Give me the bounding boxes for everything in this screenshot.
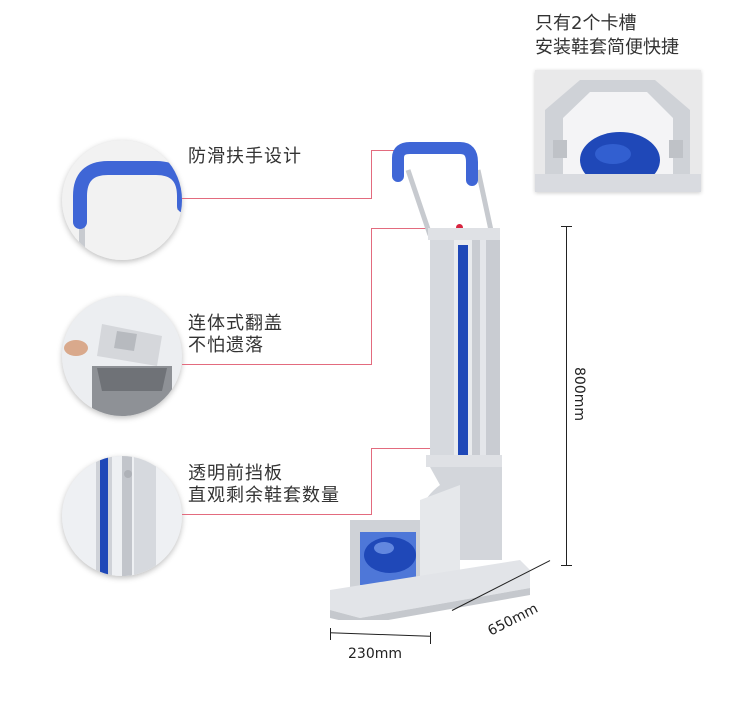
- lid-feature-label: 连体式翻盖 不怕遗落: [188, 313, 283, 357]
- slot-note-line2: 安装鞋套简便快捷: [535, 37, 679, 58]
- handle-callout-vert: [371, 150, 372, 199]
- height-dimension-line: [566, 226, 567, 566]
- lid-callout-vert: [371, 228, 372, 365]
- panel-label-line1: 透明前挡板: [188, 463, 283, 484]
- width-dimension-cap-right: [430, 632, 431, 644]
- height-dimension-label: 800mm: [571, 367, 587, 421]
- width-dimension-label: 230mm: [348, 646, 402, 662]
- handle-feature-label: 防滑扶手设计: [188, 146, 302, 168]
- panel-callout-top: [371, 448, 453, 449]
- lid-callout-line: [182, 364, 372, 365]
- lid-detail-circle: [62, 296, 182, 416]
- slot-note-line1: 只有2个卡槽: [535, 13, 637, 34]
- width-dimension-cap-left: [330, 628, 331, 640]
- lid-callout-top: [371, 228, 459, 229]
- handle-detail-circle: [62, 140, 182, 260]
- handle-callout-top: [371, 150, 401, 151]
- slot-detail-photo: [535, 70, 701, 192]
- handle-callout-line: [182, 198, 372, 199]
- shoe-cover-dispenser-illustration: [330, 142, 530, 620]
- lid-marker-dot: [456, 224, 463, 231]
- height-dimension-cap-bottom: [561, 565, 572, 566]
- slot-note: 只有2个卡槽 安装鞋套简便快捷: [535, 12, 679, 60]
- handle-label-line1: 防滑扶手设计: [188, 146, 302, 167]
- panel-label-line2: 直观剩余鞋套数量: [188, 485, 340, 506]
- lid-label-line1: 连体式翻盖: [188, 313, 283, 334]
- panel-feature-label: 透明前挡板 直观剩余鞋套数量: [188, 463, 340, 507]
- height-dimension-cap-top: [561, 226, 572, 227]
- lid-label-line2: 不怕遗落: [188, 335, 264, 356]
- width-dimension-line: [330, 632, 430, 637]
- panel-callout-vert: [371, 448, 372, 515]
- front-panel-detail-circle: [62, 456, 182, 576]
- panel-callout-line: [182, 514, 372, 515]
